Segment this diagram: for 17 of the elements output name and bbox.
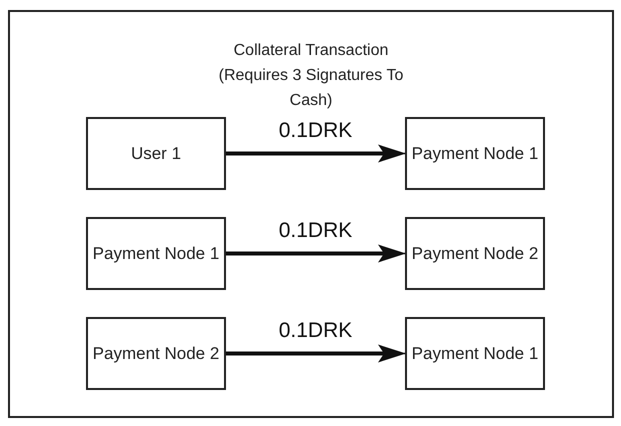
arrow	[226, 344, 406, 362]
process-box	[86, 317, 226, 390]
node-label: Payment Node 2	[410, 242, 540, 264]
process-box	[405, 117, 545, 190]
node-label: Payment Node 2	[92, 342, 220, 364]
node-label: Payment Node 1	[410, 342, 540, 364]
process-box	[86, 217, 226, 290]
frame-box	[8, 10, 614, 418]
node-label: Payment Node 1	[92, 242, 220, 264]
process-box	[405, 317, 545, 390]
diagram-title: Collateral Transaction (Requires 3 Signatures To Cash)	[218, 41, 404, 111]
arrow	[226, 144, 406, 162]
node-label: Payment Node 1	[410, 142, 540, 164]
arrow	[226, 244, 406, 262]
process-box	[405, 217, 545, 290]
node-label: User 1	[130, 142, 182, 164]
process-box	[86, 117, 226, 190]
